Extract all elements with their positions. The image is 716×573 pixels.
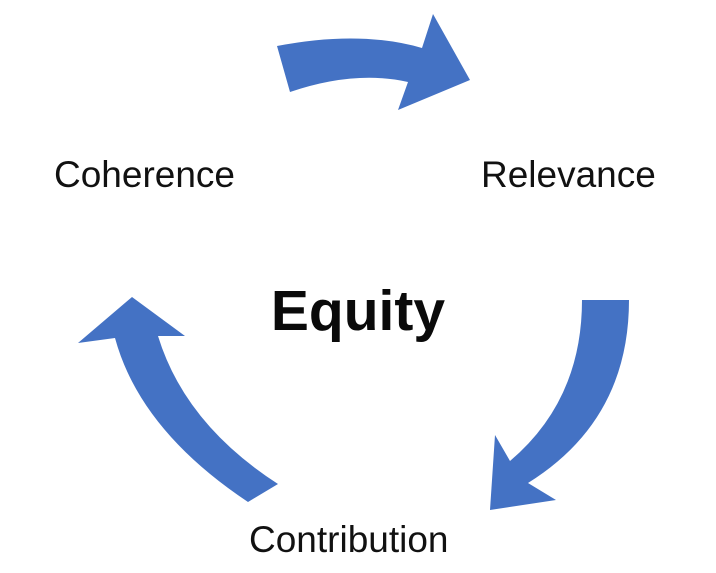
node-label-coherence: Coherence	[54, 154, 236, 195]
arrow-coherence-to-relevance	[277, 14, 470, 110]
node-label-relevance: Relevance	[481, 154, 656, 195]
arrow-contribution-to-coherence	[78, 297, 278, 502]
arrow-relevance-to-contribution	[490, 300, 629, 510]
node-label-contribution: Contribution	[249, 519, 449, 560]
center-label-equity: Equity	[270, 279, 446, 343]
